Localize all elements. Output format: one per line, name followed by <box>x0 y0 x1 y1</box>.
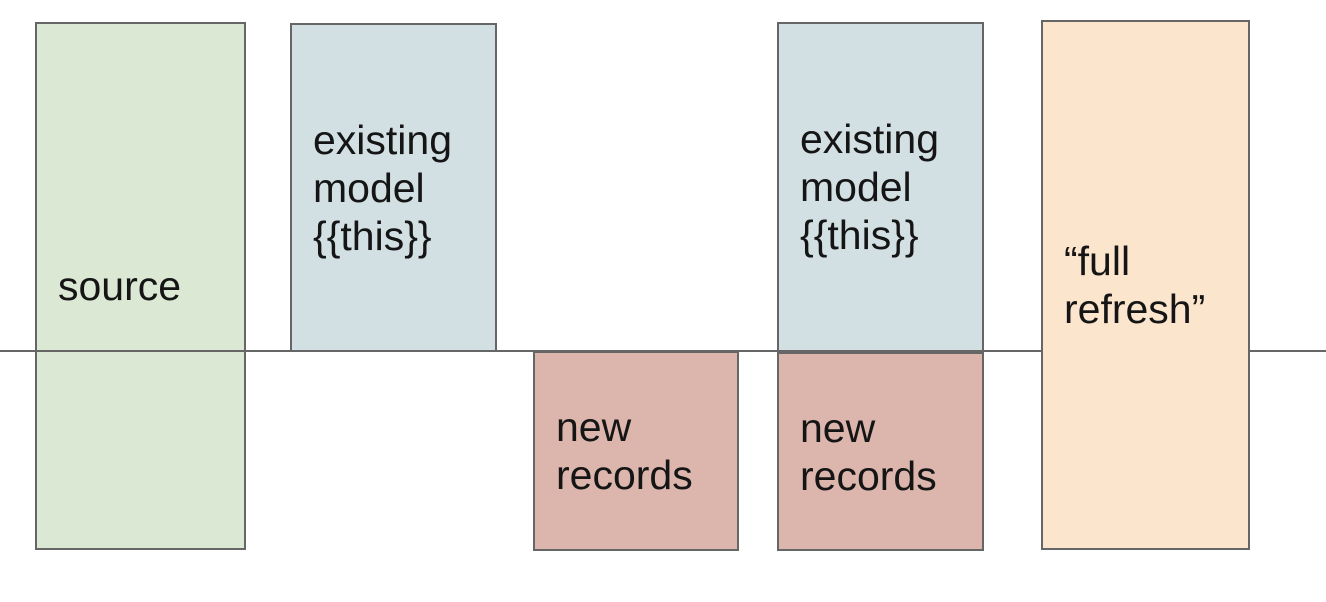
existing-model-box-1: existing model {{this}} <box>290 23 497 352</box>
new-records-box-2: new records <box>777 352 984 551</box>
existing-model-box-1-label: existing model {{this}} <box>313 116 453 259</box>
full-refresh-box: “full refresh” <box>1041 20 1250 550</box>
full-refresh-box-label: “full refresh” <box>1064 238 1206 332</box>
new-records-box-1-label: new records <box>556 404 693 498</box>
new-records-box-2-label: new records <box>800 404 937 499</box>
existing-model-box-2-label: existing model {{this}} <box>800 116 940 258</box>
source-box-label: source <box>58 263 182 309</box>
horizontal-divider-line <box>0 350 1326 352</box>
existing-model-box-2: existing model {{this}} <box>777 22 984 352</box>
source-box: source <box>35 22 246 550</box>
new-records-box-1: new records <box>533 351 739 551</box>
